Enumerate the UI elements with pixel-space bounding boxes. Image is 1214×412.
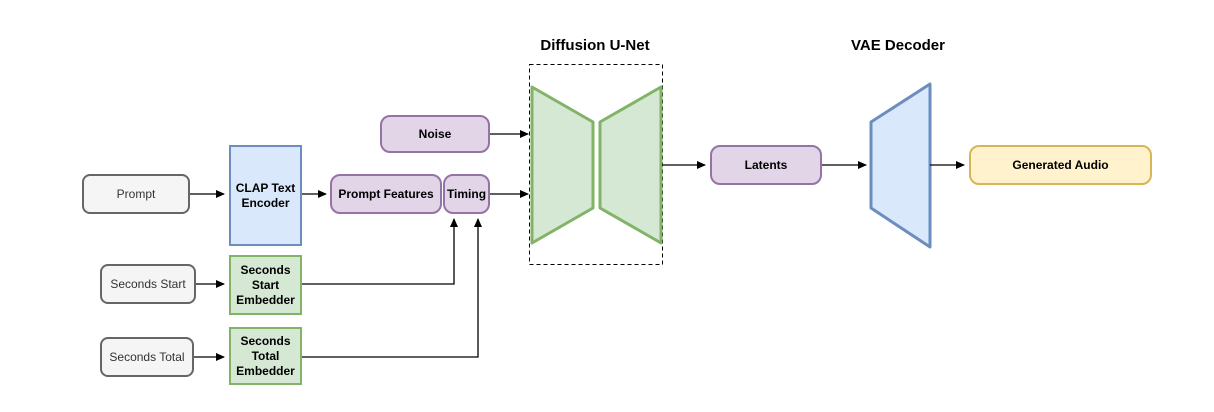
node-latents: Latents — [710, 145, 822, 185]
arrow-st-embedder-to-timing — [302, 218, 482, 358]
node-prompt: Prompt — [82, 174, 190, 214]
node-generated-audio: Generated Audio — [969, 145, 1152, 185]
unet-decoder-trapezoid — [598, 85, 663, 245]
vae-decoder-trapezoid — [869, 82, 932, 249]
node-seconds-total-embedder: Seconds Total Embedder — [229, 327, 302, 385]
node-prompt-features: Prompt Features — [330, 174, 442, 214]
node-clap-text-encoder: CLAP Text Encoder — [229, 145, 302, 246]
unet-encoder-trapezoid — [530, 85, 595, 245]
node-noise: Noise — [380, 115, 490, 153]
node-seconds-start: Seconds Start — [100, 264, 196, 304]
arrow-ss-embedder-to-timing — [302, 218, 458, 285]
vae-decoder-title: VAE Decoder — [851, 37, 945, 54]
node-seconds-start-embedder: Seconds Start Embedder — [229, 255, 302, 315]
unet-title: Diffusion U-Net — [540, 37, 650, 54]
node-seconds-total: Seconds Total — [100, 337, 194, 377]
node-timing: Timing — [443, 174, 490, 214]
